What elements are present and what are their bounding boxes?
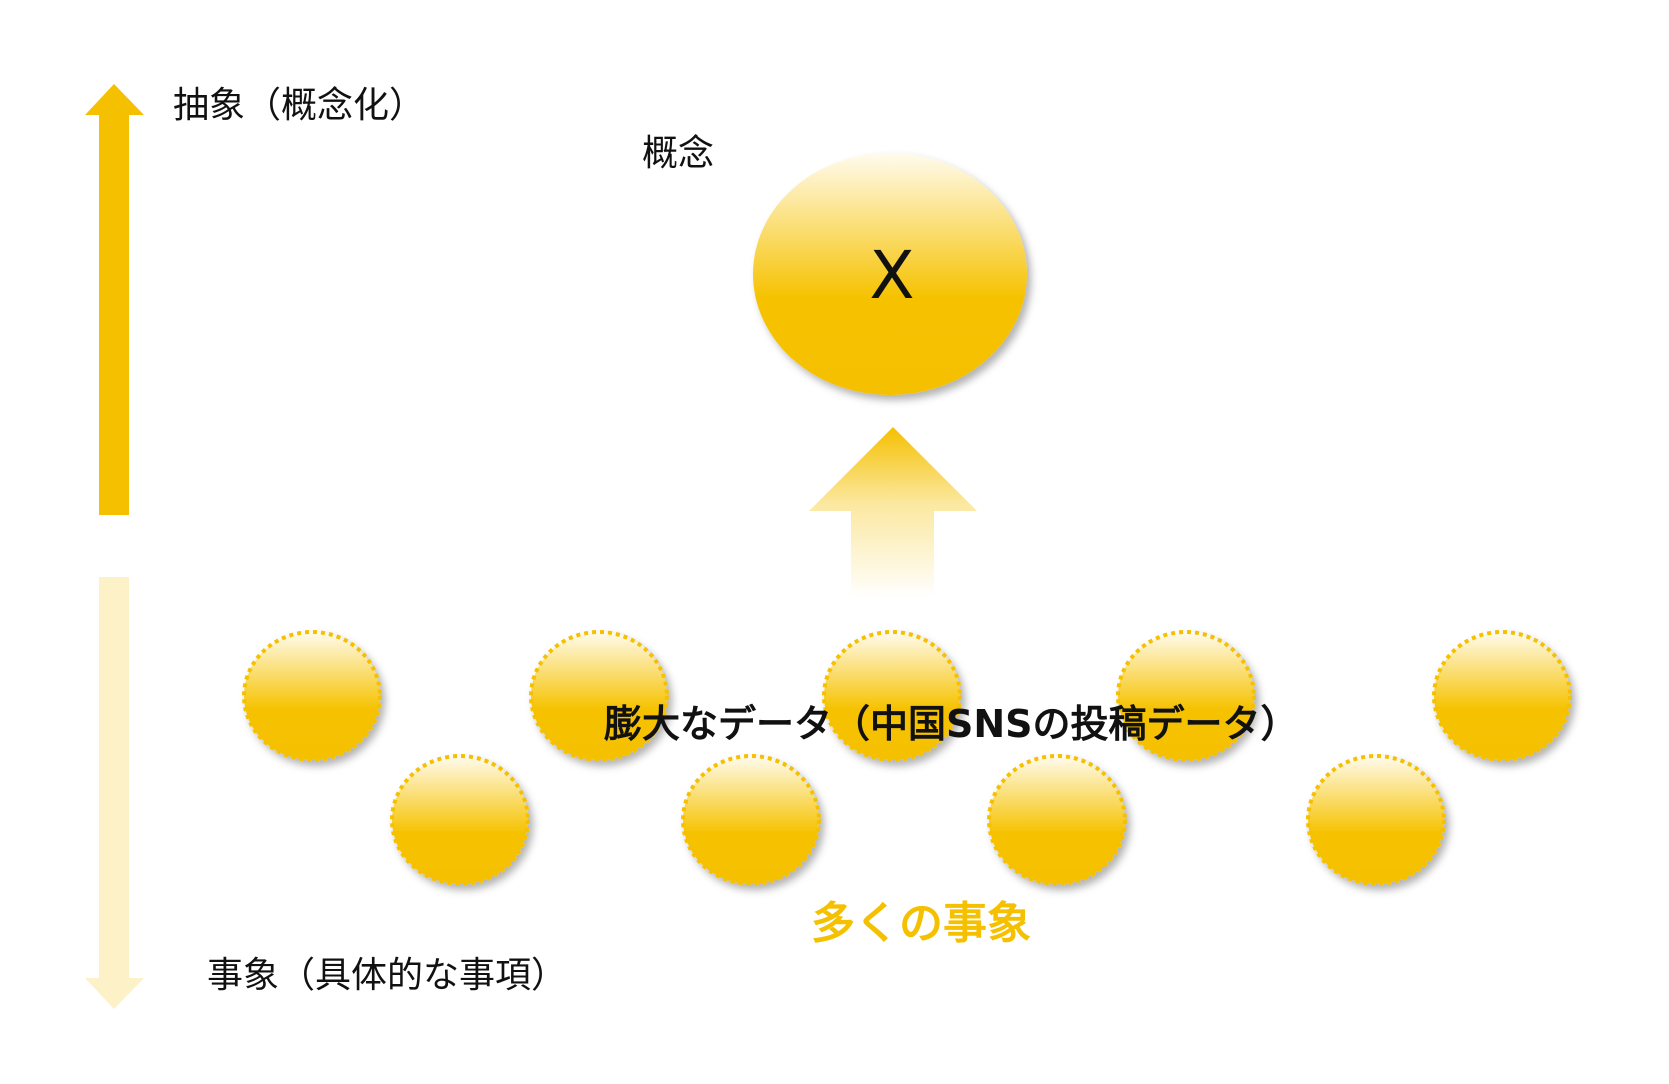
concept-ellipse [753, 153, 1027, 395]
event-ellipse [1432, 630, 1572, 762]
event-ellipse [1116, 630, 1256, 762]
event-ellipses [242, 630, 1572, 886]
abstraction-label: 抽象（概念化） [173, 85, 425, 126]
concrete-label: 事象（具体的な事項） [207, 955, 567, 996]
concept-symbol: X [869, 237, 914, 314]
event-ellipse [529, 630, 669, 762]
event-ellipse [987, 754, 1127, 886]
data-label: 膨大なデータ（中国SNSの投稿データ） [604, 702, 1299, 746]
event-ellipse [822, 630, 962, 762]
concept-label: 概念 [642, 133, 714, 174]
event-ellipse [1306, 754, 1446, 886]
event-ellipse [390, 754, 530, 886]
event-ellipse [242, 630, 382, 762]
abstraction-arrow [809, 427, 977, 598]
event-ellipse [681, 754, 821, 886]
concrete-down-arrow [85, 577, 144, 1009]
events-label: 多くの事象 [811, 898, 1031, 949]
abstraction-up-arrow [85, 84, 144, 515]
